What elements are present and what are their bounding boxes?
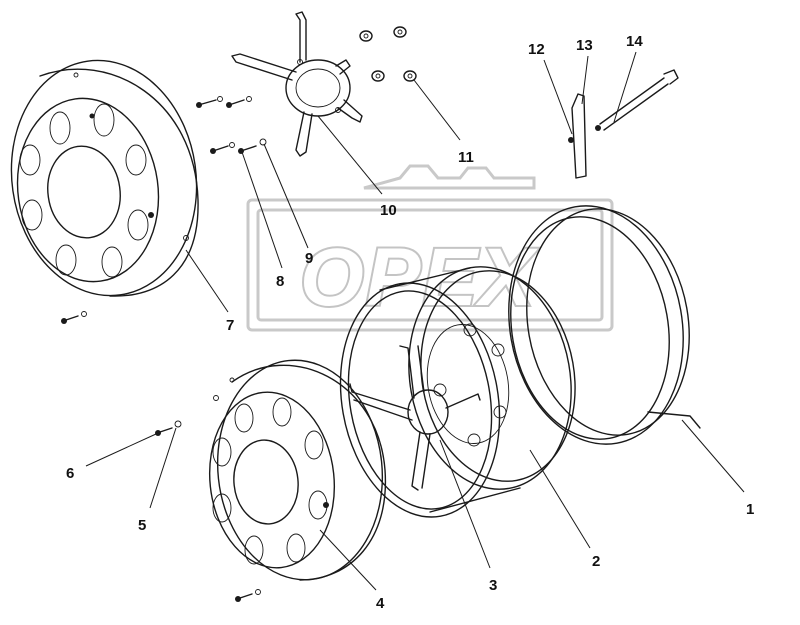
nut bbox=[393, 26, 407, 38]
watermark-text: OPEX bbox=[300, 232, 538, 323]
callout-labels: 1 2 3 4 5 6 7 8 9 10 11 12 13 14 bbox=[66, 33, 754, 612]
bolt bbox=[196, 99, 217, 108]
leader-lines bbox=[85, 51, 745, 591]
rim-spider-bracket bbox=[349, 345, 481, 491]
callout-2: 2 bbox=[592, 553, 600, 570]
callout-3: 3 bbox=[489, 577, 497, 594]
callout-12: 12 bbox=[528, 41, 545, 58]
washer bbox=[246, 96, 252, 102]
callout-9: 9 bbox=[305, 250, 313, 267]
nut bbox=[359, 30, 373, 42]
bolt bbox=[210, 145, 229, 154]
valve-stem bbox=[595, 69, 679, 131]
rear-cover-vent-holes bbox=[19, 103, 149, 278]
callout-13: 13 bbox=[576, 37, 593, 54]
washer bbox=[229, 142, 235, 148]
lock-ring bbox=[508, 205, 701, 445]
bolt bbox=[226, 99, 245, 108]
nut bbox=[371, 70, 385, 82]
upper-bolt-set bbox=[196, 96, 267, 154]
callout-14: 14 bbox=[626, 33, 643, 50]
bolt bbox=[155, 427, 173, 436]
washer bbox=[174, 420, 182, 428]
nut-set bbox=[359, 26, 417, 82]
washer bbox=[217, 96, 223, 102]
callout-5: 5 bbox=[138, 517, 146, 534]
washer bbox=[259, 138, 267, 146]
bolt bbox=[238, 145, 257, 154]
callout-6: 6 bbox=[66, 465, 74, 482]
callout-4: 4 bbox=[376, 595, 385, 612]
bolt bbox=[235, 593, 253, 602]
front-cover-vent-holes bbox=[212, 397, 328, 565]
washer bbox=[255, 589, 261, 595]
callout-8: 8 bbox=[276, 273, 284, 290]
opex-watermark-logo: OPEX bbox=[246, 164, 614, 332]
callout-11: 11 bbox=[458, 149, 474, 166]
callout-1: 1 bbox=[746, 501, 754, 518]
front-wheel-cover bbox=[208, 359, 387, 581]
left-bolt-set bbox=[61, 311, 261, 602]
nut bbox=[403, 70, 417, 82]
washer bbox=[81, 311, 87, 317]
callout-10: 10 bbox=[380, 202, 397, 219]
mounting-cross-bracket bbox=[231, 11, 363, 157]
valve-assembly bbox=[568, 69, 679, 179]
rear-wheel-cover bbox=[10, 59, 199, 297]
bolt bbox=[61, 315, 79, 324]
callout-7: 7 bbox=[226, 317, 234, 334]
